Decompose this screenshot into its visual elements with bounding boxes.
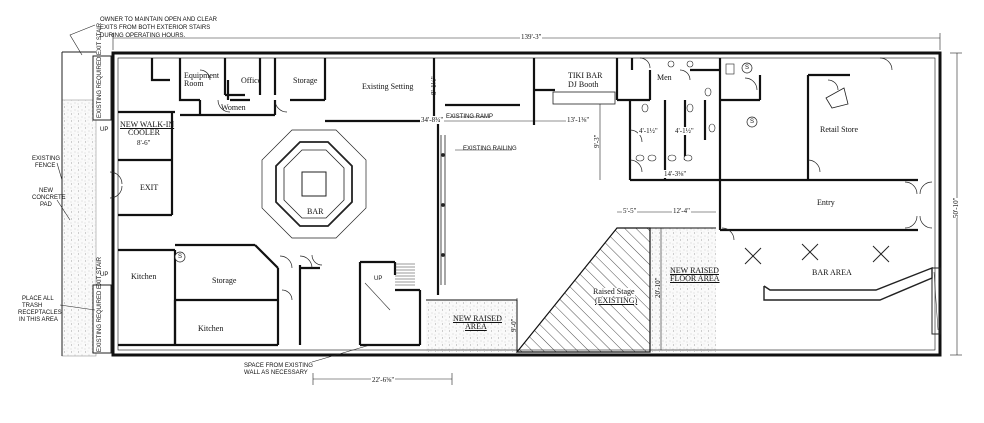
- room-raised-stage-2: (EXISTING): [595, 296, 638, 305]
- note-existing-railing: EXISTING RAILING: [463, 146, 517, 152]
- room-equipment-1: Equipment: [184, 71, 220, 80]
- note-owner-exits-3: DURING OPERATING HOURS.: [100, 33, 186, 39]
- note-concrete-pad-3: PAD: [40, 202, 52, 208]
- label-s-2: S: [745, 65, 750, 71]
- interior-walls: [118, 58, 918, 347]
- dim-bottom-span: 22'-6⅝": [371, 376, 396, 384]
- label-s-1: S: [178, 254, 183, 260]
- room-women: Women: [221, 103, 246, 112]
- room-raised-floor-2: FLOOR AREA: [670, 274, 720, 283]
- dim-restroom-width: 14'-3⅛": [663, 170, 688, 178]
- label-up-left-top: UP: [100, 127, 109, 133]
- note-space-2: WALL AS NECESSARY: [244, 370, 308, 376]
- section-markers: [174, 62, 758, 263]
- room-storage-mid: Storage: [212, 276, 237, 285]
- existing-railing: [440, 135, 446, 285]
- room-bar-area: BAR AREA: [812, 268, 852, 277]
- note-concrete-pad-1: NEW: [39, 188, 53, 194]
- room-tiki-1: TIKI BAR: [568, 71, 603, 80]
- restroom-fixtures: [635, 60, 735, 162]
- dim-setting-width: 34'-8¾": [420, 116, 445, 124]
- room-raised-area-2: AREA: [465, 322, 487, 331]
- room-raised-stage-1: Raised Stage: [593, 287, 635, 296]
- note-owner-exits-1: OWNER TO MAINTAIN OPEN AND CLEAR: [100, 17, 218, 23]
- dim-stall-2: 4'-1½": [674, 127, 695, 135]
- building-outline: [111, 51, 942, 357]
- note-concrete-pad-2: CONCRETE: [32, 195, 66, 201]
- note-owner-exits-2: EXITS FROM BOTH EXTERIOR STAIRS: [100, 25, 211, 31]
- room-equipment-2: Room: [184, 79, 204, 88]
- room-bar: BAR: [307, 207, 324, 216]
- label-exit-stair-top: EXISTING REQUIRED EXIT STAIR: [97, 22, 103, 118]
- dim-stall-1: 4'-1½": [638, 127, 659, 135]
- dim-overall-width: 50'-10": [952, 197, 960, 218]
- exit-stair-top: [92, 55, 112, 121]
- dim-stage-depth: 20'-10": [654, 277, 662, 298]
- note-existing-fence-1: EXISTING: [32, 156, 61, 162]
- interior-stair: [364, 263, 415, 311]
- room-office: Office: [241, 76, 262, 85]
- room-kitchen-bottom: Kitchen: [198, 324, 224, 333]
- dim-raised-depth: 9'-0": [510, 318, 518, 332]
- door-swings: [109, 57, 933, 301]
- note-trash-1: PLACE ALL: [22, 296, 54, 302]
- dj-booth: [552, 91, 616, 105]
- room-walkin-1: NEW WALK-IN: [120, 120, 175, 129]
- room-kitchen-left: Kitchen: [131, 272, 157, 281]
- note-trash-3: RECEPTACLES: [18, 310, 62, 316]
- raised-area-edge: [426, 299, 518, 352]
- room-walkin-2: COOLER: [128, 128, 160, 137]
- concrete-pad-area: [61, 99, 716, 357]
- exit-stair-bottom: [92, 284, 112, 354]
- room-storage-top: Storage: [293, 76, 318, 85]
- room-raised-area-1: NEW RAISED: [453, 314, 502, 323]
- retail-display: [825, 87, 849, 109]
- label-s-3: S: [750, 119, 755, 125]
- leader-lines: [56, 24, 512, 363]
- room-retail: Retail Store: [820, 125, 858, 134]
- label-exit-stair-bottom: EXISTING REQUIRED EXIT STAIR: [97, 256, 103, 352]
- room-exit: EXIT: [140, 183, 159, 192]
- room-raised-floor-1: NEW RAISED: [670, 266, 719, 275]
- room-entry: Entry: [817, 198, 835, 207]
- dim-cooler: 8'-6": [136, 139, 152, 147]
- dim-stage-right: 12'-4": [672, 207, 691, 215]
- label-up-left-bottom: UP: [100, 272, 109, 278]
- note-existing-fence-2: FENCE: [35, 163, 56, 169]
- label-up-stair: UP: [374, 276, 383, 282]
- note-space-1: SPACE FROM EXISTING: [244, 363, 313, 369]
- note-trash-4: IN THIS AREA: [19, 317, 58, 323]
- note-trash-2: TRASH: [22, 303, 43, 309]
- dim-stage-top: 5'-5": [622, 207, 638, 215]
- room-existing-setting: Existing Setting: [362, 82, 414, 91]
- bar-area-furniture: [744, 243, 941, 335]
- room-tiki-2: DJ Booth: [568, 80, 599, 89]
- note-existing-ramp: EXISTING RAMP: [446, 114, 494, 120]
- room-men: Men: [657, 73, 672, 82]
- dim-overall-length: 139'-3": [520, 33, 543, 41]
- dim-tiki-width: 13'-1⅜": [566, 116, 591, 124]
- dim-corridor: 9'-3": [593, 134, 601, 148]
- dim-setting-depth: 8'-1⅛": [430, 76, 438, 95]
- bar-counter: [261, 129, 367, 239]
